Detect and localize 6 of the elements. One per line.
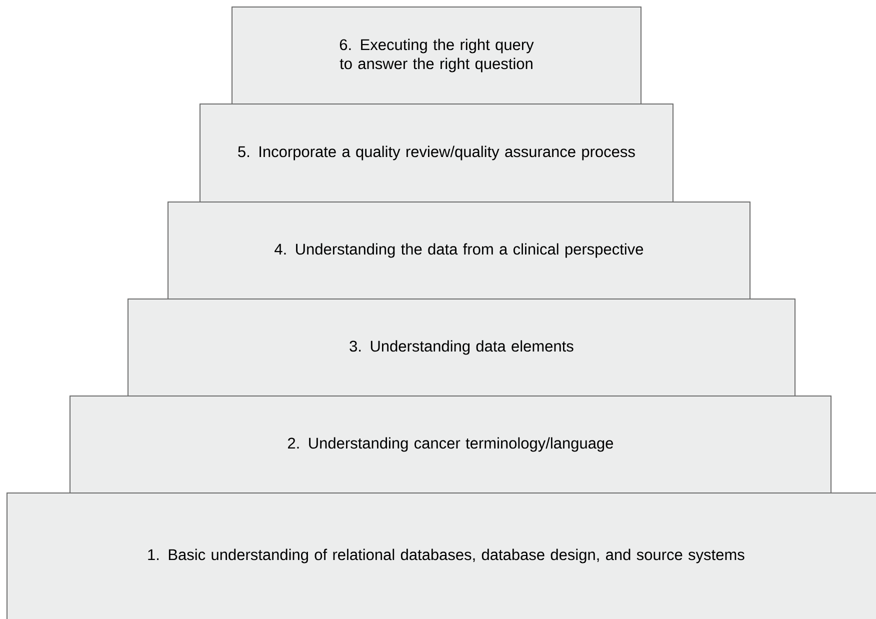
- pyramid-step: 2. Understanding cancer terminology/language: [70, 396, 832, 494]
- pyramid-step: 6. Executing the right query to answer the right question: [232, 6, 642, 104]
- pyramid-step: 3. Understanding data elements: [128, 298, 796, 396]
- pyramid-step: 5. Incorporate a quality review/quality assurance process: [200, 104, 674, 202]
- pyramid-step: 1. Basic understanding of relational databases, database design, and source systems: [6, 492, 876, 619]
- pyramid-step: 4. Understanding the data from a clinical perspective: [168, 202, 750, 300]
